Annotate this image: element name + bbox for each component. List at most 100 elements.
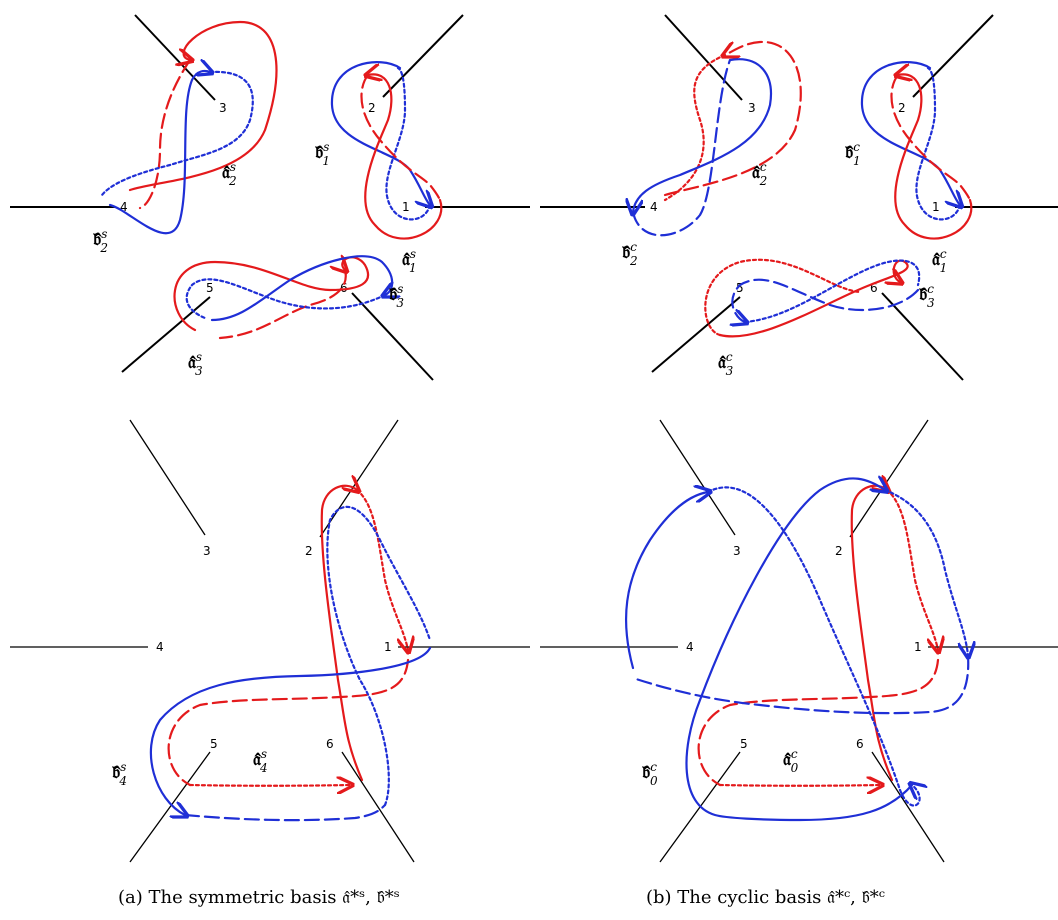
cycle-b3-dotted [185, 278, 387, 320]
cycle-b2-solid [108, 71, 210, 235]
caption-b: (b) The cyclic basis 𝔞̂*ᶜ, 𝔟̂*ᶜ [646, 887, 885, 908]
cycle-a-dotted-right [355, 488, 408, 650]
branch-cut-3 [659, 419, 736, 536]
cycle-a1-solid [895, 74, 973, 240]
branch-cut-2 [912, 14, 994, 98]
cycle-a1-solid [365, 74, 443, 240]
cycle-b4-dashed [183, 803, 387, 822]
branch-label-6: 6 [856, 737, 864, 751]
cycle-a4-dotted [188, 785, 350, 786]
branch-label-6: 6 [340, 281, 348, 295]
branch-cut-3 [129, 419, 206, 536]
cycle-b4-solid [149, 646, 432, 815]
cycle-a3-dotted [704, 258, 862, 337]
branch-label-6: 6 [326, 737, 334, 751]
branch-label-5: 5 [210, 737, 218, 751]
branch-label-1: 1 [932, 200, 940, 214]
cycle-b4-dotted [326, 505, 432, 807]
cycle-b2-dotted [100, 70, 254, 197]
cycle-b0-dotted-right [883, 488, 968, 655]
branch-cut-5 [121, 296, 211, 373]
cycle-b0-dotted-up [898, 785, 920, 807]
branch-label-1: 1 [384, 640, 392, 654]
branch-cut-6 [871, 751, 945, 863]
branch-cut-3 [664, 14, 743, 101]
branch-label-4: 4 [120, 200, 128, 214]
cycle-b0-dashed [631, 653, 970, 715]
branch-cut-3 [134, 14, 216, 101]
cycle-b3-dotted [743, 259, 921, 324]
cycle-a3-solid [718, 259, 909, 338]
cycle-b0-dotted [706, 486, 902, 792]
branch-label-3: 3 [203, 544, 211, 558]
cycle-b1-solid [860, 61, 960, 205]
cycle-b2-dashed [631, 58, 732, 237]
branch-label-1: 1 [402, 200, 410, 214]
branch-label-3: 3 [733, 544, 741, 558]
branch-label-5: 5 [736, 281, 744, 295]
cycle-a2-dashed [138, 58, 192, 210]
cycle-b3-dashed [732, 278, 920, 322]
branch-cut-6 [341, 751, 415, 863]
cycle-a-solid [850, 486, 892, 782]
branch-cut-2 [382, 14, 464, 98]
cycle-a2-dashed [663, 40, 802, 197]
branch-cut-5 [129, 751, 211, 863]
branch-label-3: 3 [219, 101, 227, 115]
cycle-b1-solid [330, 61, 430, 205]
branch-label-2: 2 [368, 101, 376, 115]
cycle-a-dotted-right [885, 488, 938, 650]
branch-cut-2 [319, 419, 399, 538]
cycle-a0-dotted [718, 785, 880, 786]
branch-label-4: 4 [650, 200, 658, 214]
cycle-b1-dotted [915, 66, 962, 221]
branch-label-2: 2 [898, 101, 906, 115]
cycle-a3-solid [173, 257, 370, 332]
cycle-a2-dotted [663, 53, 727, 202]
cycle-a1-dashed [890, 73, 972, 202]
cycle-a-solid [320, 486, 362, 782]
cycle-a-dashed [167, 658, 410, 787]
branch-cut-5 [651, 296, 741, 373]
branch-cut-6 [881, 292, 964, 381]
branch-cut-6 [351, 292, 434, 381]
branch-label-6: 6 [870, 281, 878, 295]
branch-label-4: 4 [156, 640, 164, 654]
cycle-a1-dashed [360, 73, 442, 202]
cycle-b1-dotted [385, 66, 432, 221]
branch-label-4: 4 [686, 640, 694, 654]
branch-label-5: 5 [206, 281, 214, 295]
branch-label-2: 2 [835, 544, 843, 558]
branch-label-3: 3 [748, 101, 756, 115]
cycle-a-dashed [697, 658, 940, 787]
branch-label-2: 2 [305, 544, 313, 558]
branch-label-1: 1 [914, 640, 922, 654]
cycle-a3-dashed [218, 268, 347, 340]
cycle-b2-solid [633, 58, 773, 212]
cycle-b0-solid-main [685, 478, 914, 822]
cycle-b3-solid [210, 255, 392, 322]
cycle-a2-solid [128, 20, 278, 192]
cycle-b0-solid-left [624, 492, 708, 670]
